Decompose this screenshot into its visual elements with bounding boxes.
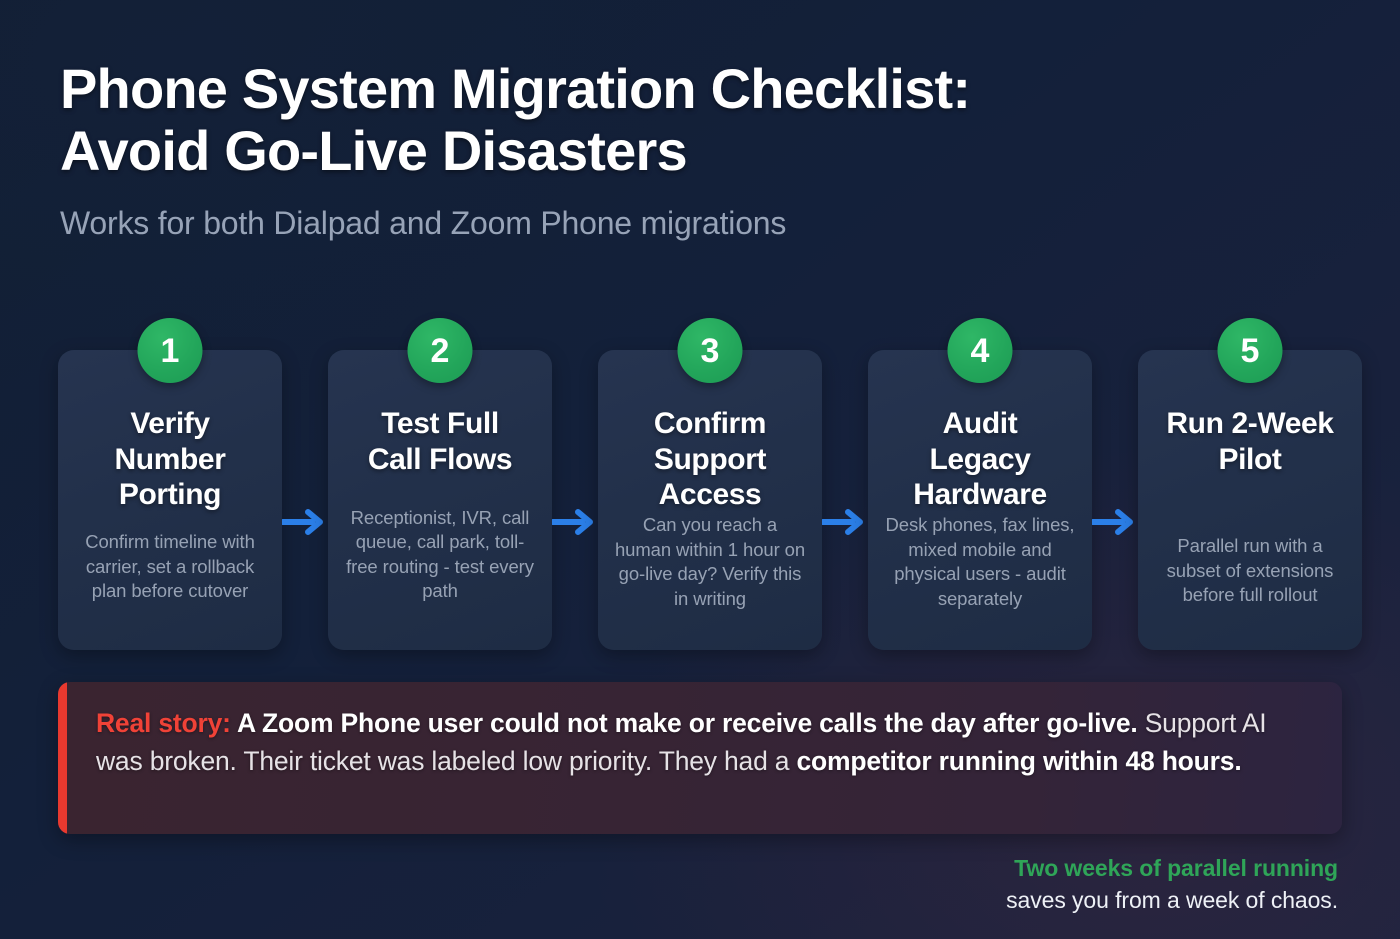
page-subtitle: Works for both Dialpad and Zoom Phone mi… — [60, 205, 787, 242]
step-card-2[interactable]: 2 Test Full Call Flows Receptionist, IVR… — [328, 318, 552, 650]
arrow-right-icon — [822, 509, 863, 535]
step-body-2: Receptionist, IVR, call queue, call park… — [346, 506, 534, 602]
step-title-1: Verify Number Porting — [114, 407, 226, 512]
step-body-3: Can you reach a human within 1 hour on g… — [614, 514, 806, 609]
step-arrow-2-to-3 — [552, 372, 598, 672]
step-title-3: Confirm Support Access — [653, 407, 767, 512]
footer-subtext: saves you from a week of chaos. — [1006, 886, 1338, 913]
arrow-right-icon — [282, 509, 323, 535]
callout-lead-label: Real story: — [96, 708, 231, 738]
step-number-badge-2: 2 — [407, 318, 473, 383]
step-card-1[interactable]: 1 Verify Number Porting Confirm timeline… — [58, 318, 282, 650]
step-body-4: Desk phones, fax lines, mixed mobile and… — [885, 514, 1075, 609]
header: Phone System Migration Checklist: Avoid … — [60, 57, 1340, 243]
step-card-3[interactable]: 3 Confirm Support Access Can you reach a… — [598, 318, 822, 650]
callout-text: Real story: A Zoom Phone user could not … — [96, 704, 1308, 781]
step-title-4: Audit Legacy Hardware — [913, 407, 1047, 512]
steps-row: 1 Verify Number Porting Confirm timeline… — [58, 318, 1362, 650]
step-title-2: Test Full Call Flows — [367, 407, 513, 476]
step-body-1: Confirm timeline with carrier, set a rol… — [85, 531, 255, 602]
step-arrow-3-to-4 — [822, 372, 868, 672]
callout-plain-1: Support AI was broken. Their ticket was … — [96, 708, 1267, 777]
step-number-badge-5: 5 — [1217, 318, 1283, 383]
step-card-5[interactable]: 5 Run 2-Week Pilot Parallel run with a s… — [1138, 318, 1362, 650]
arrow-right-icon — [1092, 509, 1133, 535]
footer: Two weeks of parallel running saves you … — [638, 854, 1338, 916]
arrow-right-icon — [552, 509, 593, 535]
callout-bold-1: A Zoom Phone user could not make or rece… — [230, 708, 1138, 738]
callout-bold-2: competitor running within 48 hours. — [796, 746, 1242, 777]
callout-accent-bar — [58, 682, 67, 834]
step-number-badge-4: 4 — [947, 318, 1013, 383]
real-story-callout: Real story: A Zoom Phone user could not … — [58, 682, 1342, 834]
step-number-badge-3: 3 — [677, 318, 743, 383]
step-card-4[interactable]: 4 Audit Legacy Hardware Desk phones, fax… — [868, 318, 1092, 650]
step-number-badge-1: 1 — [137, 318, 203, 383]
footer-highlight: Two weeks of parallel running — [1014, 855, 1338, 881]
step-arrow-4-to-5 — [1092, 372, 1138, 672]
step-title-5: Run 2-Week Pilot — [1166, 407, 1334, 476]
step-arrow-1-to-2 — [282, 372, 328, 672]
step-body-5: Parallel run with a subset of extensions… — [1166, 535, 1334, 606]
page-title: Phone System Migration Checklist: Avoid … — [60, 57, 971, 183]
